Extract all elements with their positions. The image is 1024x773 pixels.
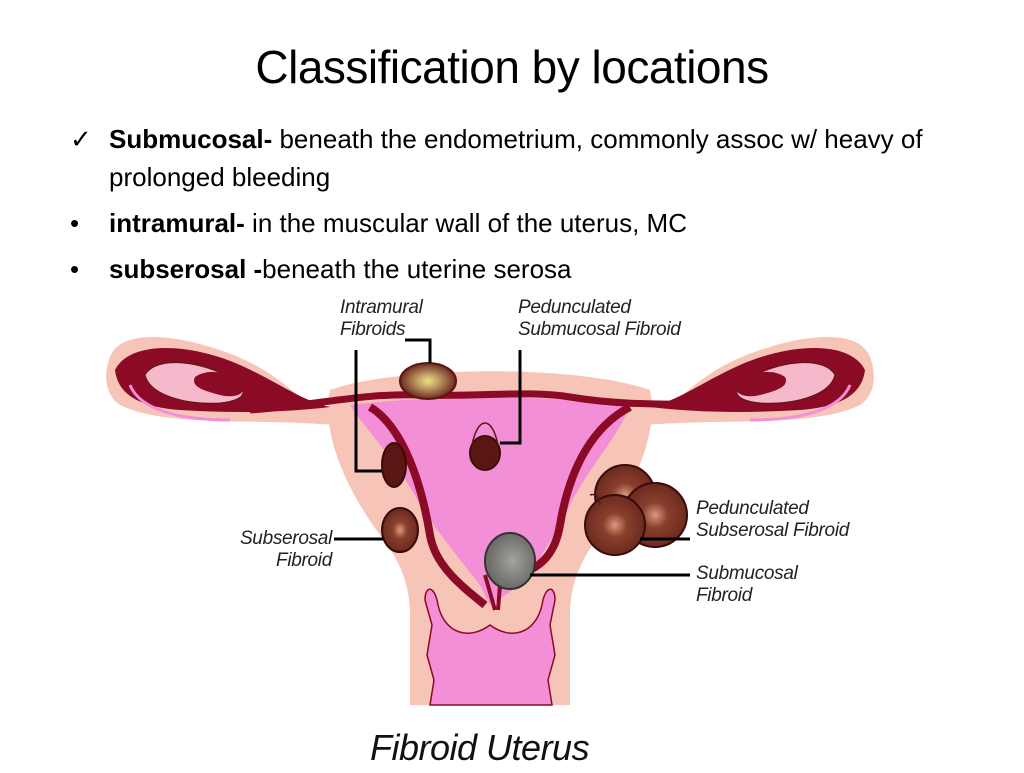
label-line: Subserosal Fibroid bbox=[696, 520, 850, 541]
label-line: Intramural bbox=[340, 297, 423, 318]
fibroid-uterus-diagram: Intramural Fibroids Pedunculated Submuco… bbox=[100, 295, 880, 768]
bullet-icon: • bbox=[70, 254, 80, 284]
label-pedunculated-submucosal: Pedunculated Submucosal Fibroid bbox=[518, 297, 681, 341]
label-subserosal-fibroid: Subserosal Fibroid bbox=[236, 528, 332, 572]
bullet-subserosal: • subserosal -beneath the uterine serosa bbox=[70, 250, 970, 288]
bullet-icon: • bbox=[70, 208, 80, 238]
slide-title: Classification by locations bbox=[255, 41, 769, 93]
bullet-list: ✓ Submucosal- beneath the endometrium, c… bbox=[70, 120, 970, 296]
bullet-intramural: • intramural- in the muscular wall of th… bbox=[70, 204, 970, 242]
label-line: Fibroid bbox=[696, 585, 752, 606]
label-intramural-fibroids: Intramural Fibroids bbox=[340, 297, 423, 341]
bullet-text: beneath the uterine serosa bbox=[262, 254, 572, 284]
label-line: Fibroid bbox=[276, 550, 332, 571]
bullet-term: Submucosal- bbox=[109, 124, 273, 154]
label-line: Submucosal Fibroid bbox=[518, 319, 681, 340]
label-line: Pedunculated bbox=[696, 498, 809, 519]
uterus-illustration-icon bbox=[106, 336, 874, 706]
label-line: Pedunculated bbox=[518, 297, 631, 318]
bullet-text: beneath the endometrium, commonly assoc … bbox=[109, 124, 923, 192]
bullet-term: subserosal - bbox=[109, 254, 263, 284]
label-line: Subserosal bbox=[239, 528, 332, 549]
bullet-term: intramural- bbox=[109, 208, 245, 238]
bullet-submucosal: ✓ Submucosal- beneath the endometrium, c… bbox=[70, 120, 970, 196]
label-pedunculated-subserosal: Pedunculated Subserosal Fibroid bbox=[696, 498, 849, 542]
check-icon: ✓ bbox=[70, 124, 92, 154]
diagram-caption: Fibroid Uterus bbox=[370, 727, 590, 768]
label-line: Submucosal bbox=[696, 563, 798, 584]
label-submucosal-fibroid: Submucosal Fibroid bbox=[696, 563, 798, 607]
label-line: Fibroids bbox=[340, 319, 406, 340]
bullet-text: in the muscular wall of the uterus, MC bbox=[244, 208, 687, 238]
